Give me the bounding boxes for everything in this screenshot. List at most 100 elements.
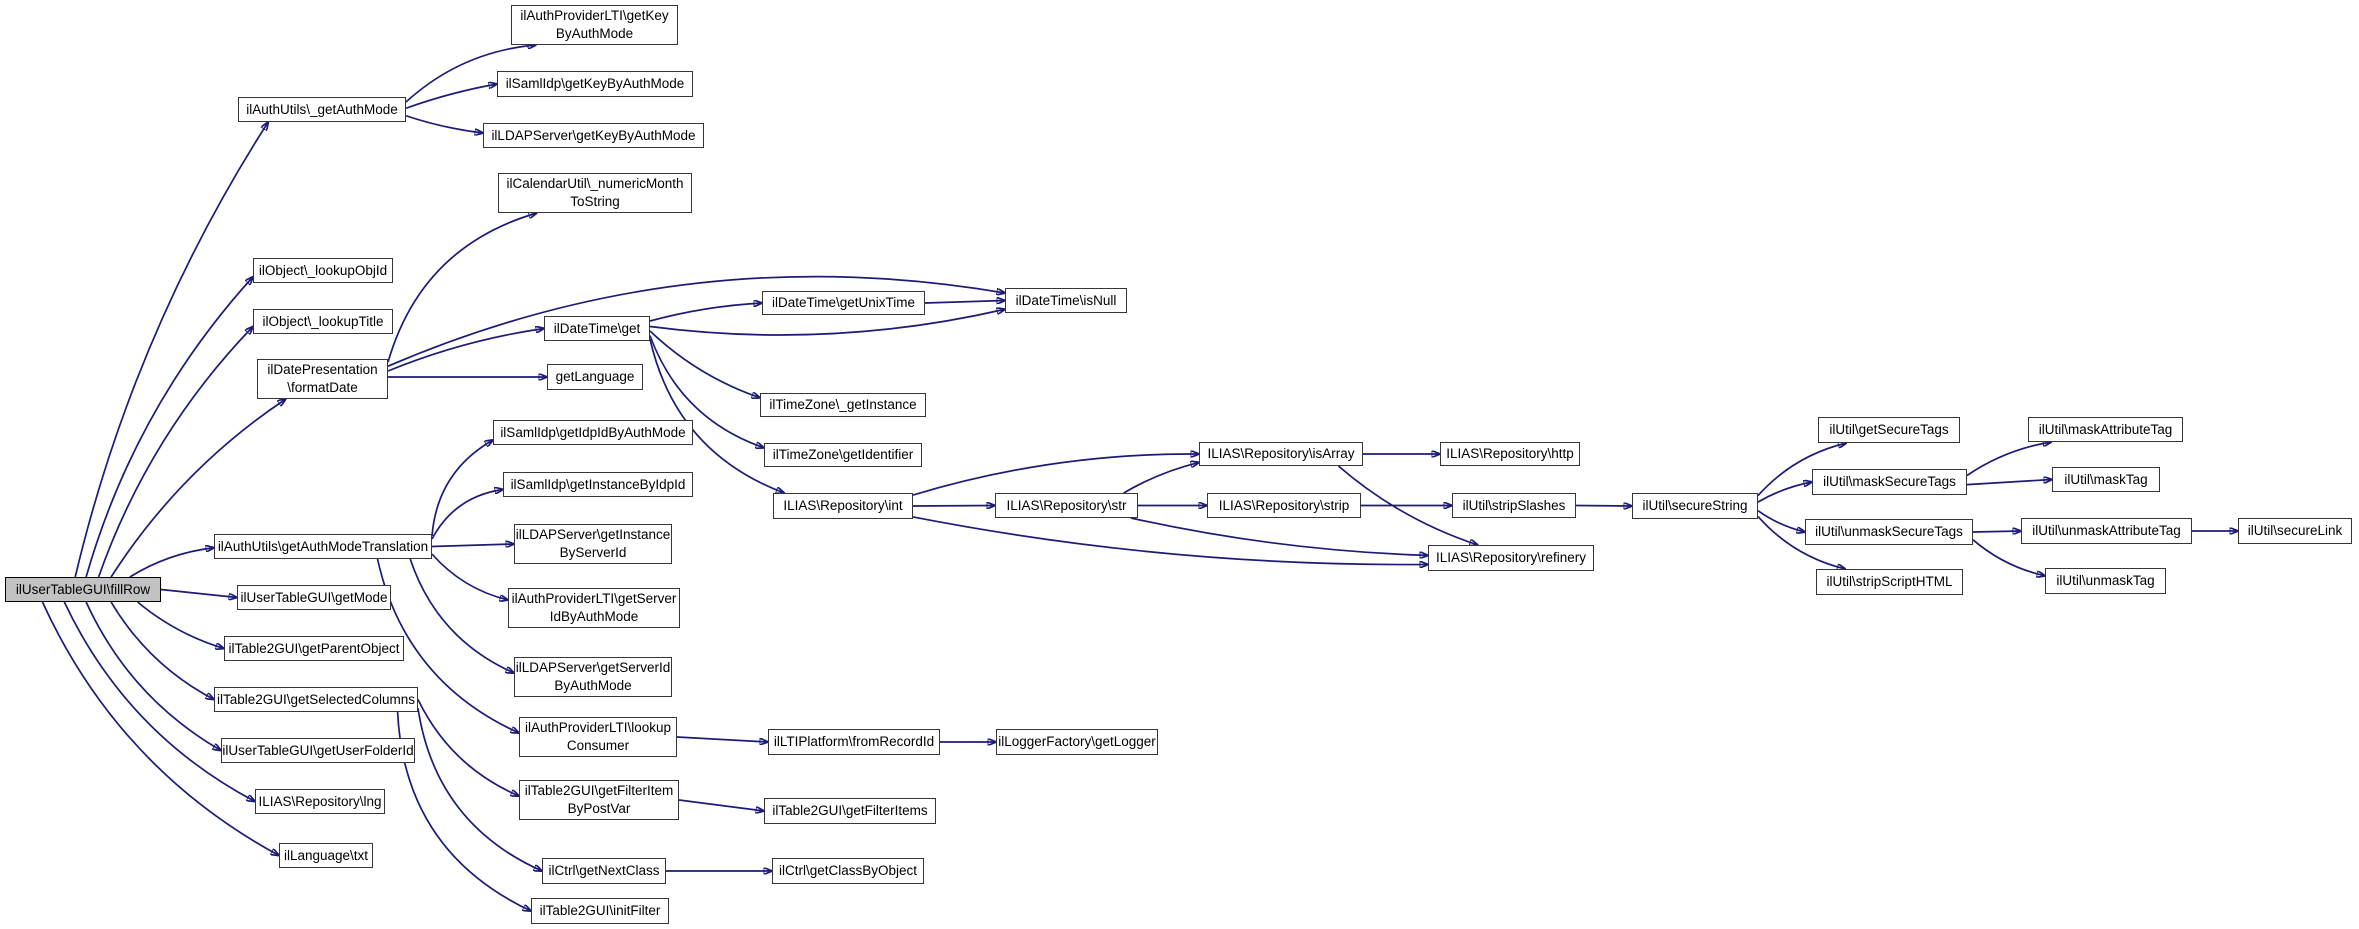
edge-secureString--maskSecureTags	[1757, 482, 1812, 503]
node-txt[interactable]: ilLanguage\txt	[279, 843, 373, 868]
edge-fillRow--gAMT	[129, 548, 214, 578]
node-getLanguage[interactable]: getLanguage	[547, 364, 643, 390]
node-stripSlashes[interactable]: ilUtil\stripSlashes	[1452, 493, 1576, 518]
node-getMode[interactable]: ilUserTableGUI\getMode	[237, 585, 391, 610]
edge-unmaskSecureTags--unmaskTag	[1972, 539, 2045, 576]
edge-fillRow--lookupObjId	[85, 277, 253, 578]
node-ltiGetServerId[interactable]: ilAuthProviderLTI\getServer IdByAuthMode	[508, 588, 680, 628]
node-secureString[interactable]: ilUtil\secureString	[1632, 493, 1758, 519]
node-lookupConsumer[interactable]: ilAuthProviderLTI\lookup Consumer	[519, 717, 677, 757]
node-repoStr[interactable]: ILIAS\Repository\str	[995, 493, 1138, 518]
edge-fillRow--getMode	[160, 588, 237, 598]
edge-dtGet--getUnixTime	[649, 303, 762, 322]
edge-dtGet--tzGetInstance	[649, 330, 760, 398]
node-tzGetIdentifier[interactable]: ilTimeZone\getIdentifier	[764, 443, 922, 467]
edge-fillRow--lookupTitle	[97, 327, 253, 578]
edge-isArray--refinery	[1337, 465, 1477, 545]
node-ltiGetKey[interactable]: ilAuthProviderLTI\getKey ByAuthMode	[511, 5, 678, 45]
edge-gAMT--samlGetIdpId	[431, 440, 493, 537]
node-getAuthMode[interactable]: ilAuthUtils\_getAuthMode	[238, 97, 406, 122]
edge-gSC--getNextClass	[417, 708, 542, 871]
edge-dtGet--repoInt	[649, 338, 784, 493]
edge-gSC--initFilter	[396, 711, 531, 911]
node-maskAttributeTag[interactable]: ilUtil\maskAttributeTag	[2028, 417, 2183, 442]
node-gAMT[interactable]: ilAuthUtils\getAuthModeTranslation	[214, 534, 432, 559]
node-getUnixTime[interactable]: ilDateTime\getUnixTime	[762, 291, 925, 315]
edge-formatDate--isNull	[387, 275, 1005, 367]
edge-fillRow--getParentObject	[137, 601, 224, 649]
node-strip[interactable]: ILIAS\Repository\strip	[1207, 493, 1361, 518]
node-tzGetInstance[interactable]: ilTimeZone\_getInstance	[760, 393, 926, 417]
node-refinery[interactable]: ILIAS\Repository\refinery	[1428, 545, 1594, 571]
node-numericMonth[interactable]: ilCalendarUtil\_numericMonth ToString	[498, 173, 692, 213]
edge-secureString--stripScriptHTML	[1757, 515, 1845, 569]
node-lng[interactable]: ILIAS\Repository\lng	[255, 789, 385, 814]
edge-dtGet--tzGetIdentifier	[649, 335, 764, 448]
edge-getAuthMode--samlGetKey	[405, 84, 497, 110]
edge-fillRow--getAuthMode	[74, 122, 268, 578]
node-gSC[interactable]: ilTable2GUI\getSelectedColumns	[214, 687, 418, 712]
node-getNextClass[interactable]: ilCtrl\getNextClass	[542, 858, 666, 884]
edge-formatDate--numericMonth	[387, 213, 537, 363]
node-samlGetInstance[interactable]: ilSamlIdp\getInstanceByIdpId	[503, 472, 693, 497]
edge-dtGet--isNull	[649, 309, 1005, 336]
edge-fillRow--gSC	[110, 601, 214, 700]
edge-gAMT--ldapGetServerId	[409, 558, 514, 673]
edge-repoInt--isArray	[912, 454, 1199, 496]
node-lookupObjId[interactable]: ilObject\_lookupObjId	[253, 258, 393, 283]
edge-secureString--getSecureTags	[1757, 443, 1846, 497]
node-getClassByObject[interactable]: ilCtrl\getClassByObject	[772, 858, 924, 884]
node-ldapGetInstance[interactable]: ilLDAPServer\getInstance ByServerId	[514, 524, 672, 564]
edge-fillRow--getUserFolderId	[85, 601, 221, 751]
edge-gAMT--ldapGetInstance	[431, 544, 514, 547]
node-isArray[interactable]: ILIAS\Repository\isArray	[1199, 442, 1363, 466]
edge-lookupConsumer--fromRecordId	[676, 736, 768, 742]
node-formatDate[interactable]: ilDatePresentation \formatDate	[257, 359, 388, 399]
node-getLogger[interactable]: ilLoggerFactory\getLogger	[996, 729, 1158, 755]
node-getParentObject[interactable]: ilTable2GUI\getParentObject	[224, 636, 404, 661]
edge-secureString--unmaskSecureTags	[1757, 509, 1805, 532]
edge-repoStr--refinery	[1130, 517, 1428, 555]
node-secureLink[interactable]: ilUtil\secureLink	[2238, 518, 2352, 544]
edge-repoInt--repoStr	[912, 506, 995, 507]
edge-getUnixTime--isNull	[924, 301, 1005, 304]
edge-fillRow--lng	[63, 601, 255, 802]
node-getFilterItemByPostVar[interactable]: ilTable2GUI\getFilterItem ByPostVar	[519, 780, 679, 820]
edge-maskSecureTags--maskAttributeTag	[1966, 442, 2051, 477]
edge-unmaskSecureTags--unmaskAttributeTag	[1972, 531, 2021, 532]
node-getUserFolderId[interactable]: ilUserTableGUI\getUserFolderId	[221, 738, 415, 763]
node-ldapGetKey[interactable]: ilLDAPServer\getKeyByAuthMode	[483, 123, 704, 148]
node-getFilterItems[interactable]: ilTable2GUI\getFilterItems	[764, 798, 936, 824]
edge-getFilterItemByPostVar--getFilterItems	[678, 799, 764, 811]
node-stripScriptHTML[interactable]: ilUtil\stripScriptHTML	[1816, 569, 1963, 595]
node-isNull[interactable]: ilDateTime\isNull	[1005, 288, 1127, 313]
edge-getAuthMode--ldapGetKey	[405, 114, 483, 133]
edge-gAMT--ltiGetServerId	[431, 553, 508, 600]
node-fillRow[interactable]: ilUserTableGUI\fillRow	[5, 577, 161, 602]
edge-maskSecureTags--maskTag	[1966, 480, 2052, 486]
node-lookupTitle[interactable]: ilObject\_lookupTitle	[253, 309, 393, 334]
edge-fillRow--txt	[41, 601, 279, 856]
node-unmaskSecureTags[interactable]: ilUtil\unmaskSecureTags	[1805, 519, 1973, 545]
edge-gAMT--samlGetInstance	[431, 490, 503, 540]
node-initFilter[interactable]: ilTable2GUI\initFilter	[531, 898, 669, 924]
edge-getAuthMode--ltiGetKey	[405, 45, 536, 103]
node-maskSecureTags[interactable]: ilUtil\maskSecureTags	[1812, 469, 1967, 495]
node-unmaskAttributeTag[interactable]: ilUtil\unmaskAttributeTag	[2021, 518, 2192, 544]
node-unmaskTag[interactable]: ilUtil\unmaskTag	[2045, 568, 2166, 594]
edge-gSC--getFilterItemByPostVar	[417, 699, 519, 797]
node-http[interactable]: ILIAS\Repository\http	[1440, 442, 1580, 466]
node-samlGetKey[interactable]: ilSamlIdp\getKeyByAuthMode	[497, 71, 693, 97]
node-samlGetIdpId[interactable]: ilSamlIdp\getIdpIdByAuthMode	[493, 420, 693, 445]
edge-stripSlashes--secureString	[1575, 506, 1632, 507]
node-repoInt[interactable]: ILIAS\Repository\int	[773, 493, 913, 519]
edge-fillRow--formatDate	[110, 399, 286, 578]
node-dtGet[interactable]: ilDateTime\get	[544, 316, 650, 341]
node-ldapGetServerId[interactable]: ilLDAPServer\getServerId ByAuthMode	[514, 657, 672, 697]
node-maskTag[interactable]: ilUtil\maskTag	[2052, 467, 2160, 492]
edge-formatDate--dtGet	[387, 329, 544, 372]
node-getSecureTags[interactable]: ilUtil\getSecureTags	[1818, 417, 1960, 443]
node-fromRecordId[interactable]: ilLTIPlatform\fromRecordId	[768, 729, 940, 755]
